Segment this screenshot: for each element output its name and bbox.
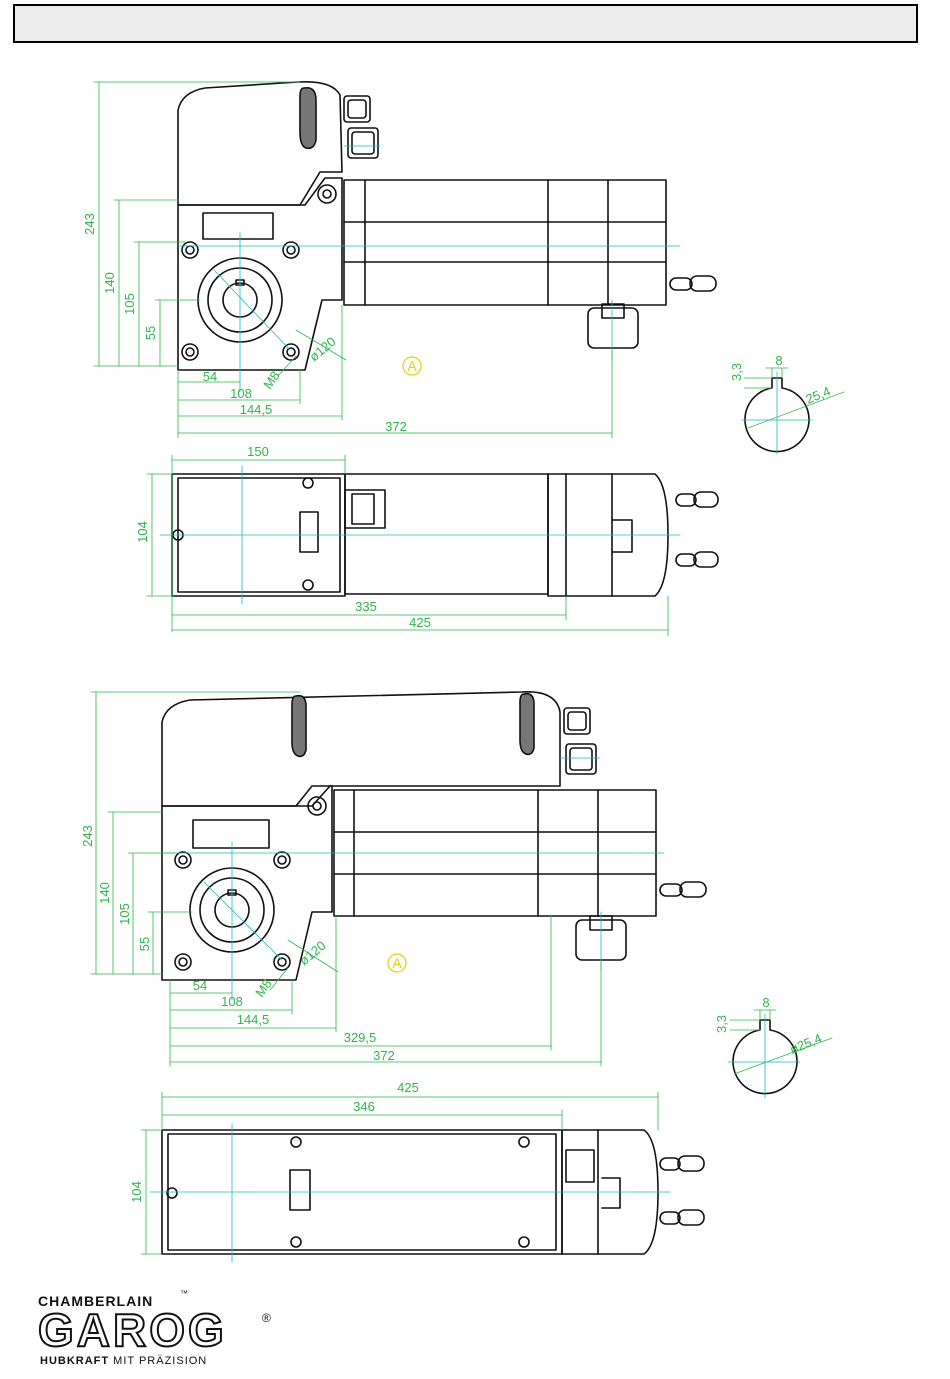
d2-shaft-3-3: 3,3 [714,1015,729,1033]
d1-dim-372: 372 [385,419,407,434]
d1-dim-335: 335 [355,599,377,614]
d1-dim-140: 140 [102,272,117,294]
logo-tagline-rest: MIT PRÄZISION [109,1355,207,1367]
d2-dim-329-5: 329,5 [344,1030,377,1045]
drawing2-shaft-detail [728,1010,832,1098]
d2-dim-54: 54 [193,978,207,993]
logo-tagline: HUBKRAFT MIT PRÄZISION [40,1355,207,1367]
drawing1-side-centerlines [178,146,680,392]
d1-dim-425: 425 [409,615,431,630]
d1-shaft-8: 8 [775,353,782,368]
d2-dim-140: 140 [97,882,112,904]
d2-shaft-25-4: ø25,4 [788,1030,824,1056]
d1-dim-105: 105 [122,293,137,315]
d1-view-label: A [407,358,417,374]
drawing1-side-dims [94,82,612,438]
drawing2-side-view [162,692,706,980]
d1-dim-55: 55 [143,326,158,340]
d2-dim-425: 425 [397,1080,419,1095]
d1-dim-150: 150 [247,444,269,459]
d1-dim-dia120: ø120 [306,334,338,365]
d2-dim-55: 55 [137,937,152,951]
d2-dim-105: 105 [117,903,132,925]
logo-tagline-bold: HUBKRAFT [40,1355,109,1367]
d1-shaft-25-4: 25,4 [804,383,833,406]
drawing2-top-centerlines [150,1124,670,1262]
d1-dim-54: 54 [203,369,217,384]
d2-dim-dia120: ø120 [296,938,328,969]
logo-brand-main: GAROG [38,1307,227,1353]
d2-dim-372: 372 [373,1048,395,1063]
d1-shaft-3-3: 3,3 [729,363,744,381]
d1-dim-108: 108 [230,386,252,401]
logo-registered: ® [262,1311,271,1325]
d1-dim-m8: M8 [260,368,283,391]
logo-trademark: ™ [180,1289,188,1298]
d2-dim-243: 243 [80,825,95,847]
d2-view-label: A [392,955,402,971]
d1-dim-243: 243 [82,213,97,235]
drawing1-top-dims [147,455,668,636]
drawing1-side-view [178,82,716,370]
d2-dim-144-5: 144,5 [237,1012,270,1027]
drawing1-shaft-detail [742,368,844,454]
chamberlain-garog-logo: CHAMBERLAIN ™ GAROG ® HUBKRAFT MIT PRÄZI… [38,1293,298,1373]
d2-dim-108: 108 [221,994,243,1009]
drawing1-top-centerlines [160,466,680,604]
d1-dim-104: 104 [135,521,150,543]
drawing2-top-dims [141,1092,658,1254]
d2-dim-104: 104 [129,1181,144,1203]
d1-dim-144-5: 144,5 [240,402,273,417]
d2-shaft-8: 8 [762,995,769,1010]
d2-dim-346: 346 [353,1099,375,1114]
